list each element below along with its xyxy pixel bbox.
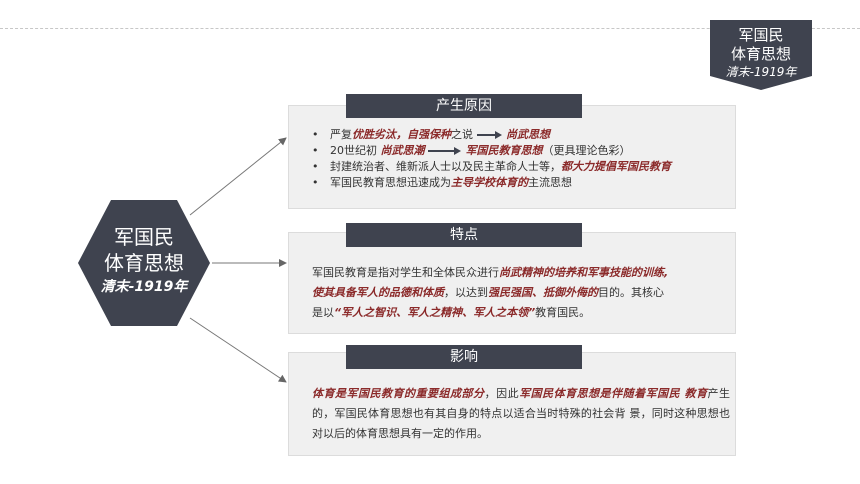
corner-title-badge: 军国民 体育思想 清末-1919年 bbox=[710, 20, 812, 90]
cause-4-text-a: 军国民教育思想迅速成为 bbox=[330, 176, 451, 189]
connector-to-impact bbox=[189, 317, 287, 383]
impact-emphasis-1: 体育是军国民教育的重要组成部分 bbox=[312, 387, 485, 400]
impact-title: 影响 bbox=[346, 345, 582, 369]
features-emphasis-2: 使其具备军人的品德和体质 bbox=[312, 286, 444, 299]
arrow-right-icon bbox=[428, 147, 461, 155]
cause-2-text-b: （更具理论色彩） bbox=[542, 144, 631, 157]
cause-3-text-a: 封建统治者、维新派人士以及民主革命人士等， bbox=[330, 160, 561, 173]
hex-line1: 军国民 bbox=[114, 225, 174, 249]
cause-item-1: 严复优胜劣汰，自强保种之说 尚武思想 bbox=[312, 127, 671, 143]
features-emphasis-1: 尚武精神的培养和军事技能的训练, bbox=[499, 266, 669, 279]
badge-line1: 军国民 bbox=[738, 26, 784, 44]
cause-item-2: 20世纪初 尚武思潮 军国民教育思想（更具理论色彩） bbox=[312, 143, 671, 159]
hex-line2: 体育思想 bbox=[104, 251, 184, 275]
features-emphasis-4: “军人之智识、军人之精神、军人之本领” bbox=[334, 306, 536, 319]
features-text-b: ，以达到 bbox=[444, 286, 488, 299]
cause-4-emphasis: 主导学校体育的 bbox=[451, 176, 528, 189]
cause-4-text-b: 主流思想 bbox=[528, 176, 572, 189]
features-text-c: 目的。其核心 bbox=[598, 286, 664, 299]
badge-line3: 清末-1919年 bbox=[725, 65, 797, 79]
badge-line2: 体育思想 bbox=[730, 45, 791, 63]
features-panel bbox=[288, 232, 736, 334]
features-paragraph: 军国民教育是指对学生和全体民众进行尚武精神的培养和军事技能的训练, 使其具备军人的… bbox=[312, 263, 724, 323]
cause-1-text-a: 严复 bbox=[330, 128, 352, 141]
impact-panel bbox=[288, 352, 736, 456]
impact-text-a: ，因此 bbox=[484, 387, 520, 400]
cause-item-3: 封建统治者、维新派人士以及民主革命人士等，都大力提倡军国民教育 bbox=[312, 159, 671, 175]
cause-2-emphasis: 尚武思潮 bbox=[380, 144, 425, 157]
cause-3-emphasis: 都大力提倡军国民教育 bbox=[561, 160, 671, 173]
cause-1-emphasis-2: 尚武思想 bbox=[506, 128, 550, 141]
features-emphasis-3: 强民强国、抵御外侮的 bbox=[488, 286, 598, 299]
hex-line3: 清末-1919年 bbox=[100, 279, 188, 295]
impact-paragraph: 体育是军国民教育的重要组成部分，因此军国民体育思想是伴随着军国民 教育产生的，军… bbox=[312, 384, 730, 444]
features-title: 特点 bbox=[346, 223, 582, 247]
cause-1-text-b: 之说 bbox=[451, 128, 473, 141]
arrow-right-icon bbox=[476, 131, 502, 139]
impact-emphasis-2: 军国民体育思想是伴随着军国民 教育 bbox=[519, 387, 708, 400]
features-text-a: 军国民教育是指对学生和全体民众进行 bbox=[312, 266, 499, 279]
cause-list: 严复优胜劣汰，自强保种之说 尚武思想 20世纪初 尚武思潮 军国民教育思想（更具… bbox=[312, 127, 671, 191]
cause-1-emphasis: 优胜劣汰，自强保种 bbox=[352, 128, 451, 141]
features-text-d: 是以 bbox=[312, 306, 334, 319]
badge-shape bbox=[710, 20, 812, 90]
central-hexagon: 军国民 体育思想 清末-1919年 bbox=[78, 200, 210, 326]
hexagon-shape bbox=[78, 200, 210, 326]
top-divider bbox=[0, 28, 860, 29]
impact-text-b: 产生的，军国民体育思想也有其自身的特点以适合当时特殊的社会背 景，同时这种思想也… bbox=[312, 387, 731, 440]
cause-2-text-a: 20世纪初 bbox=[330, 144, 377, 157]
cause-2-emphasis-2: 军国民教育思想 bbox=[465, 144, 543, 157]
features-text-e: 教育国民。 bbox=[535, 306, 591, 319]
cause-item-4: 军国民教育思想迅速成为主导学校体育的主流思想 bbox=[312, 175, 671, 191]
cause-title: 产生原因 bbox=[346, 94, 582, 118]
connector-to-cause bbox=[189, 137, 287, 216]
